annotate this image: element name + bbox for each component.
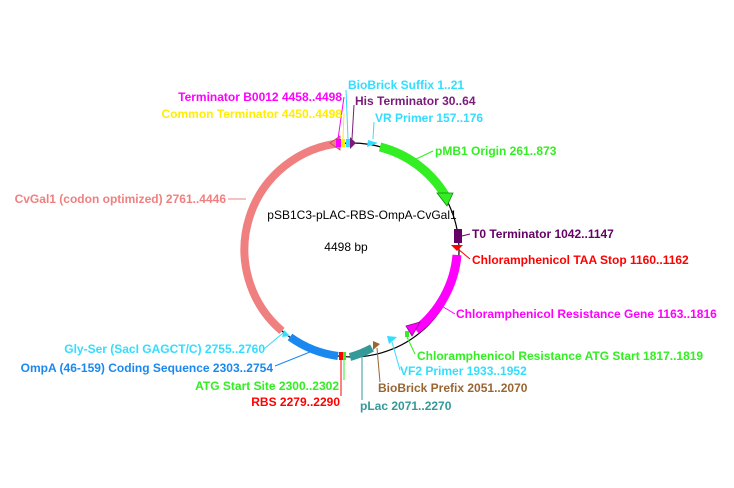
label-vr-primer[interactable]: VR Primer 157..176	[375, 111, 483, 125]
cm-resistance-gene-leader	[439, 304, 456, 315]
ompa-coding-arc[interactable]	[287, 333, 339, 360]
plasmid-name: pSB1C3-pLAC-RBS-OmpA-CvGal1	[267, 208, 457, 222]
terminator-b0012-mark[interactable]	[336, 139, 341, 147]
biobrick-suffix-mark[interactable]	[346, 139, 350, 147]
gly-ser-leader	[263, 332, 284, 350]
pmb1-origin-leader	[413, 150, 434, 161]
cm-atg-start-mark[interactable]	[405, 331, 409, 337]
label-cm-taa-stop[interactable]: Chloramphenicol TAA Stop 1160..1162	[472, 253, 689, 267]
label-terminator-b0012[interactable]: Terminator B0012 4458..4498	[178, 90, 342, 104]
cm-resistance-gene-arc[interactable]	[413, 254, 462, 334]
vf2-primer-mark[interactable]	[387, 336, 397, 344]
pmb1-origin-arc[interactable]	[378, 142, 449, 198]
biobrick-suffix-leader	[345, 89, 349, 140]
label-plac[interactable]: pLac 2071..2270	[360, 399, 452, 413]
ompa-coding-leader	[274, 351, 311, 367]
label-biobrick-prefix[interactable]: BioBrick Prefix 2051..2070	[378, 381, 528, 395]
cvgal1-arc[interactable]	[240, 139, 343, 335]
vf2-primer-leader	[391, 341, 401, 371]
atg-start-site-mark[interactable]	[343, 352, 346, 360]
terminator-b0012-leader	[337, 96, 345, 140]
plasmid-length: 4498 bp	[324, 240, 368, 254]
label-cm-atg-start[interactable]: Chloramphenicol Resistance ATG Start 181…	[417, 349, 703, 363]
label-gly-ser[interactable]: Gly-Ser (SacI GAGCT/C) 2755..2760	[64, 342, 265, 356]
label-common-terminator[interactable]: Common Terminator 4450..4498	[161, 107, 342, 121]
label-ompa-coding[interactable]: OmpA (46-159) Coding Sequence 2303..2754	[21, 361, 274, 375]
rbs-mark[interactable]	[339, 352, 343, 360]
label-biobrick-suffix[interactable]: BioBrick Suffix 1..21	[348, 78, 464, 92]
cm-atg-start-leader	[406, 336, 416, 355]
label-t0-terminator[interactable]: T0 Terminator 1042..1147	[472, 227, 614, 241]
vr-primer-mark[interactable]	[367, 140, 378, 147]
label-cm-resistance-gene[interactable]: Chloramphenicol Resistance Gene 1163..18…	[456, 307, 717, 321]
his-terminator-mark[interactable]	[350, 137, 356, 149]
biobrick-prefix-leader	[376, 347, 381, 383]
label-rbs[interactable]: RBS 2279..2290	[251, 395, 340, 409]
biobrick-prefix-mark[interactable]	[373, 341, 380, 350]
his-terminator-leader	[351, 104, 355, 140]
vr-primer-leader	[372, 121, 375, 140]
label-pmb1-origin[interactable]: pMB1 Origin 261..873	[435, 144, 557, 158]
common-terminator-leader	[342, 112, 345, 140]
label-cvgal1[interactable]: CvGal1 (codon optimized) 2761..4446	[15, 192, 227, 206]
t0-terminator-mark[interactable]	[454, 229, 462, 243]
label-his-terminator[interactable]: His Terminator 30..64	[355, 94, 476, 108]
label-vf2-primer[interactable]: VF2 Primer 1933..1952	[400, 364, 527, 378]
cm-taa-stop-leader	[457, 248, 471, 260]
common-terminator-mark[interactable]	[341, 139, 345, 147]
t0-terminator-leader	[461, 233, 471, 237]
cm-taa-stop-mark[interactable]	[451, 245, 463, 251]
pmb1-origin-arrowhead	[436, 192, 454, 207]
label-atg-start-site[interactable]: ATG Start Site 2300..2302	[195, 379, 339, 393]
gly-ser-mark[interactable]	[282, 330, 290, 337]
plac-arc[interactable]	[348, 344, 374, 361]
